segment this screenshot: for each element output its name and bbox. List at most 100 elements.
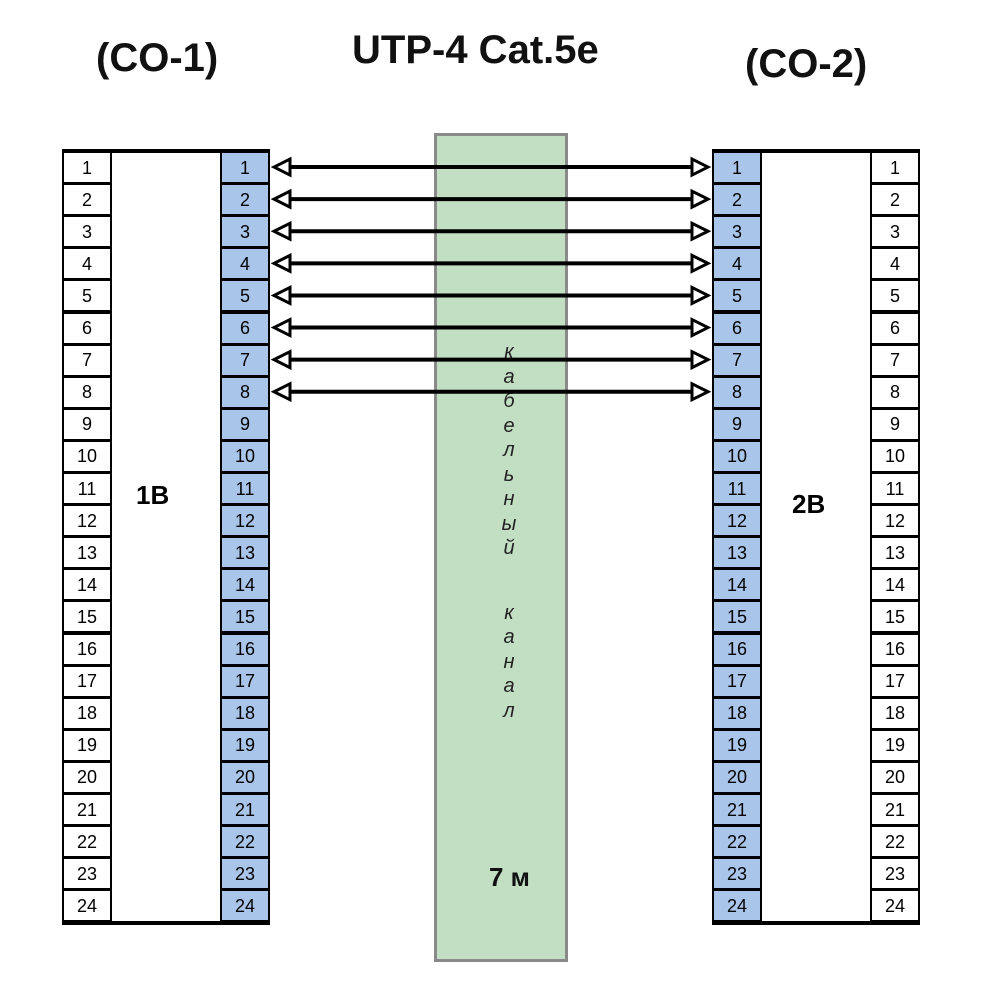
cable-channel-length: 7 м	[489, 862, 530, 892]
left-outer-port-4: 4	[62, 247, 112, 281]
arrowhead-left-3	[270, 220, 292, 242]
channel-letter: л	[503, 439, 515, 461]
right-outer-port-12: 12	[870, 504, 920, 538]
right-inner-port-2: 2	[712, 183, 762, 217]
right-outer-port-4: 4	[870, 247, 920, 281]
arrowhead-right-1	[690, 156, 712, 178]
left-inner-port-12: 12	[220, 504, 270, 538]
arrowhead-left-7	[270, 349, 292, 371]
right-outer-port-2: 2	[870, 183, 920, 217]
left-outer-port-18: 18	[62, 696, 112, 730]
cable-type-title: UTP-4 Cat.5e	[352, 28, 599, 72]
channel-letter: ы	[501, 512, 517, 535]
channel-letter: а	[503, 365, 515, 388]
arrowhead-left-6	[270, 317, 292, 338]
right-outer-port-1: 1	[870, 151, 920, 185]
right-outer-port-8: 8	[870, 375, 920, 409]
left-inner-port-11: 11	[220, 472, 270, 506]
arrowhead-left-8	[270, 381, 292, 403]
left-outer-port-11: 11	[62, 472, 112, 506]
arrowhead-right-3	[690, 220, 712, 242]
left-outer-port-21: 21	[62, 793, 112, 827]
left-inner-port-17: 17	[220, 664, 270, 698]
arrowhead-right-2	[690, 188, 712, 210]
right-outer-port-20: 20	[870, 760, 920, 794]
left-inner-port-18: 18	[220, 696, 270, 730]
right-inner-port-24: 24	[712, 889, 762, 923]
left-inner-port-21: 21	[220, 793, 270, 827]
left-outer-port-13: 13	[62, 536, 112, 570]
left-outer-port-6: 6	[62, 311, 112, 345]
right-outer-port-3: 3	[870, 215, 920, 249]
left-outer-port-7: 7	[62, 343, 112, 377]
left-inner-port-6: 6	[220, 311, 270, 345]
left-outer-port-22: 22	[62, 825, 112, 859]
right-outer-port-16: 16	[870, 632, 920, 666]
right-outer-port-7: 7	[870, 343, 920, 377]
right-inner-port-23: 23	[712, 857, 762, 891]
right-outer-port-11: 11	[870, 472, 920, 506]
right-inner-port-5: 5	[712, 279, 762, 313]
left-outer-port-19: 19	[62, 728, 112, 762]
left-outer-port-20: 20	[62, 760, 112, 794]
right-inner-port-6: 6	[712, 311, 762, 345]
arrowhead-right-6	[690, 317, 712, 338]
left-outer-port-2: 2	[62, 183, 112, 217]
right-inner-port-10: 10	[712, 439, 762, 473]
channel-letter: а	[503, 675, 515, 697]
right-inner-port-8: 8	[712, 375, 762, 409]
left-inner-port-10: 10	[220, 439, 270, 473]
right-outer-port-17: 17	[870, 664, 920, 698]
arrowhead-right-7	[690, 349, 712, 371]
left-outer-port-3: 3	[62, 215, 112, 249]
right-inner-port-11: 11	[712, 472, 762, 506]
right-outer-port-18: 18	[870, 696, 920, 730]
arrowhead-right-8	[690, 381, 712, 403]
left-outer-port-16: 16	[62, 632, 112, 666]
left-outer-port-8: 8	[62, 375, 112, 409]
channel-letter: й	[503, 537, 515, 559]
channel-letter: е	[503, 414, 515, 437]
left-inner-port-3: 3	[220, 215, 270, 249]
right-outer-port-22: 22	[870, 825, 920, 859]
right-outer-port-24: 24	[870, 889, 920, 923]
left-inner-port-2: 2	[220, 183, 270, 217]
right-inner-port-12: 12	[712, 504, 762, 538]
right-inner-port-15: 15	[712, 600, 762, 634]
right-inner-port-4: 4	[712, 247, 762, 281]
right-cabinet-title: (CO-2)	[745, 42, 868, 86]
channel-letter: л	[503, 699, 515, 722]
arrowhead-right-5	[690, 285, 712, 306]
right-outer-port-23: 23	[870, 857, 920, 891]
left-inner-port-4: 4	[220, 247, 270, 281]
channel-letter: б	[503, 390, 515, 412]
left-inner-port-23: 23	[220, 857, 270, 891]
right-outer-port-15: 15	[870, 600, 920, 634]
arrowhead-left-4	[270, 252, 292, 274]
right-outer-port-19: 19	[870, 728, 920, 762]
right-inner-port-19: 19	[712, 728, 762, 762]
left-inner-port-13: 13	[220, 536, 270, 570]
left-outer-port-15: 15	[62, 600, 112, 634]
right-outer-port-9: 9	[870, 407, 920, 441]
right-inner-port-22: 22	[712, 825, 762, 859]
left-inner-port-16: 16	[220, 632, 270, 666]
left-outer-port-1: 1	[62, 151, 112, 185]
channel-letter: н	[503, 488, 515, 510]
channel-letter: а	[503, 626, 515, 648]
right-inner-port-20: 20	[712, 760, 762, 794]
right-inner-port-18: 18	[712, 696, 762, 730]
right-outer-port-10: 10	[870, 439, 920, 473]
right-outer-port-5: 5	[870, 279, 920, 313]
right-inner-port-9: 9	[712, 407, 762, 441]
left-block-label: 1B	[136, 480, 170, 510]
right-inner-port-13: 13	[712, 536, 762, 570]
left-inner-port-1: 1	[220, 151, 270, 185]
right-inner-port-3: 3	[712, 215, 762, 249]
arrowhead-left-1	[270, 156, 292, 178]
left-outer-port-14: 14	[62, 568, 112, 602]
left-outer-port-17: 17	[62, 664, 112, 698]
left-inner-port-19: 19	[220, 728, 270, 762]
left-inner-port-5: 5	[220, 279, 270, 313]
